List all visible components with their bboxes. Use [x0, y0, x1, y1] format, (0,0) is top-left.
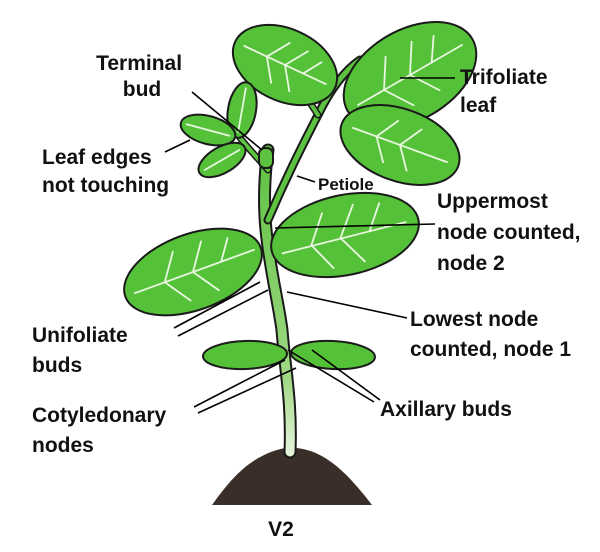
- soil-mound: [212, 447, 372, 505]
- leaflet-small-upper: [226, 81, 258, 139]
- leaflet-small-left: [179, 113, 237, 147]
- terminal-bud: [258, 147, 274, 169]
- unifoliate-leaf: [123, 227, 263, 317]
- label-terminal-bud: Terminal bud: [96, 52, 188, 101]
- leaf-top-right: [342, 20, 478, 130]
- label-trifoliate-leaf: Trifoliate leaf: [460, 66, 553, 117]
- diagram-title: V2: [268, 518, 294, 541]
- leaf-top-left: [231, 23, 339, 107]
- leader-lines: [164, 77, 455, 414]
- label-cotyledonary-nodes: Cotyledonary nodes: [32, 404, 172, 457]
- label-unifoliate-buds: Unifoliate buds: [32, 324, 134, 377]
- cotyledon-left: [202, 339, 288, 371]
- label-axillary-buds: Axillary buds: [380, 398, 512, 421]
- leaflet-small-lower: [197, 141, 247, 179]
- label-leaf-edges: Leaf edges not touching: [42, 146, 169, 197]
- leaf-right-middle: [339, 104, 461, 186]
- leaf-uppermost-node: [270, 191, 420, 279]
- label-lowest-node: Lowest node counted, node 1: [410, 308, 571, 361]
- label-uppermost-node: Uppermost node counted, node 2: [437, 190, 586, 275]
- label-petiole: Petiole: [318, 175, 374, 194]
- cotyledon-right: [290, 339, 376, 371]
